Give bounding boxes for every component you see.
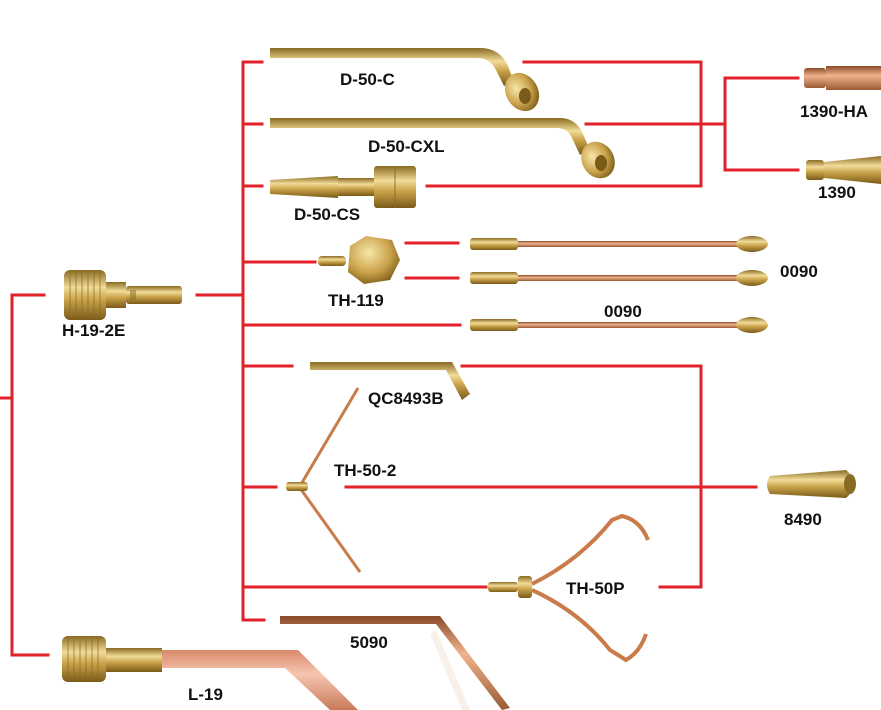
part-d50cs[interactable] xyxy=(270,166,416,208)
connector-1390-split xyxy=(725,78,798,170)
label-h19-2e: H-19-2E xyxy=(62,321,125,340)
part-0090-tube-b[interactable] xyxy=(470,270,768,286)
label-qc8493b: QC8493B xyxy=(368,389,444,408)
label-th50-2: TH-50-2 xyxy=(334,461,396,480)
label-d50c: D-50-C xyxy=(340,70,395,89)
label-8490: 8490 xyxy=(784,510,822,529)
label-th119: TH-119 xyxy=(328,291,384,310)
part-d50cxl[interactable] xyxy=(270,118,621,184)
part-1390-ha[interactable] xyxy=(804,66,881,90)
label-0090-b: 0090 xyxy=(604,302,642,321)
connector-main-left xyxy=(12,295,48,655)
label-0090-a: 0090 xyxy=(780,262,818,281)
part-d50c[interactable] xyxy=(270,48,546,117)
label-th50p: TH-50P xyxy=(566,579,625,598)
part-th50-2[interactable] xyxy=(286,388,360,572)
label-5090: 5090 xyxy=(350,633,388,652)
part-th119[interactable] xyxy=(318,236,400,284)
part-1390[interactable] xyxy=(806,156,881,184)
part-8490[interactable] xyxy=(767,470,856,498)
label-1390: 1390 xyxy=(818,183,856,202)
label-l19: L-19 xyxy=(188,685,223,704)
part-5090[interactable] xyxy=(280,616,510,710)
label-d50cs: D-50-CS xyxy=(294,205,360,224)
part-0090-tube-a[interactable] xyxy=(470,236,768,252)
label-d50cxl: D-50-CXL xyxy=(368,137,445,156)
part-h19-2e[interactable] xyxy=(64,270,182,320)
label-1390-ha: 1390-HA xyxy=(800,102,868,121)
